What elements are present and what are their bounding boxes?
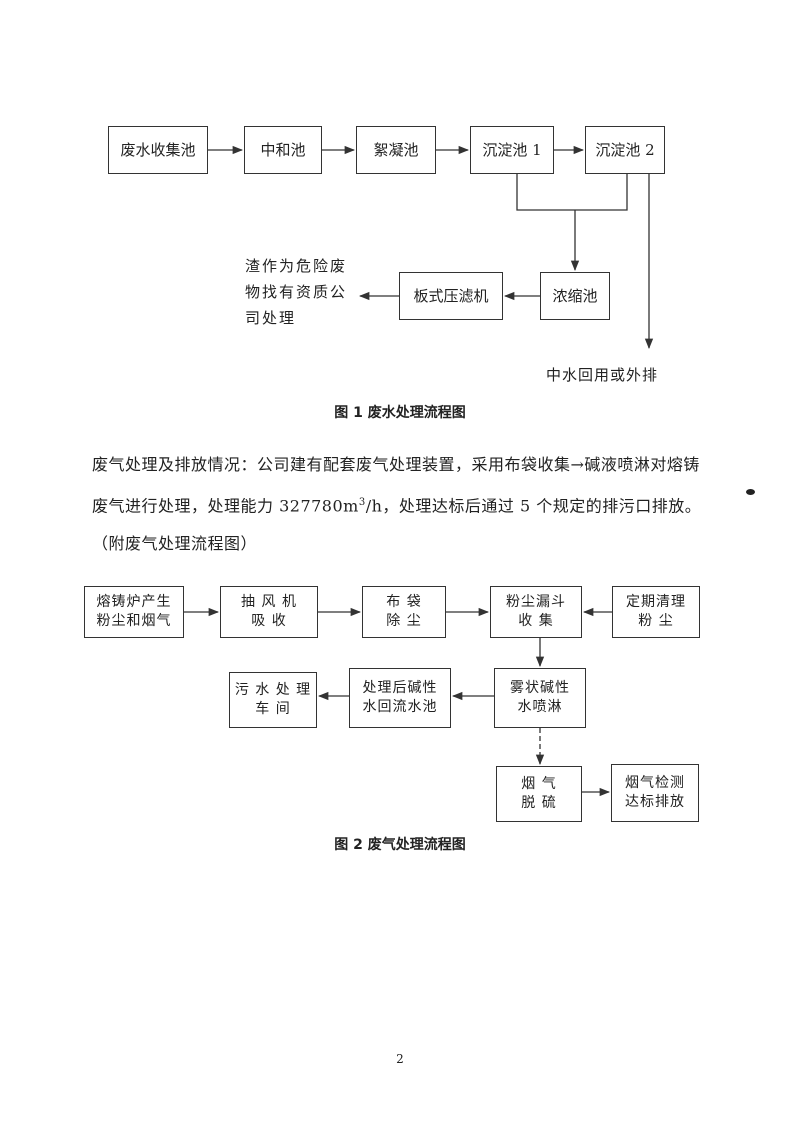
figure-1-caption: 图 1 废水处理流程图 [334, 405, 466, 421]
water-reuse-text: 中水回用或外排 [546, 366, 659, 384]
ink-spot [746, 489, 755, 495]
box-desulfurization: 烟 气 脱 硫 [496, 766, 582, 822]
box-dust-hopper: 粉尘漏斗 收 集 [490, 586, 582, 638]
box-alkaline-spray: 雾状碱性 水喷淋 [494, 668, 586, 728]
box-thickener: 浓缩池 [540, 272, 610, 320]
box-sedimentation-2: 沉淀池 2 [585, 126, 665, 174]
sludge-disposal-text: 渣作为危险废 物找有资质公 司处理 [245, 257, 348, 327]
sludge-collector-line [516, 174, 628, 211]
box-return-pool: 处理后碱性 水回流水池 [349, 668, 451, 728]
paragraph-text-part-2: /h，处理达标后通过 5 个规定的排污口排放。（附废气处理流程图） [92, 496, 702, 554]
paragraph-text-part-1: 废气处理及排放情况：公司建有配套废气处理装置，采用布袋收集→碱液喷淋对熔铸废气进… [92, 455, 700, 516]
box-exhaust-fan: 抽 风 机 吸 收 [220, 586, 318, 638]
paragraph-superscript: 3 [358, 497, 366, 508]
box-flocculation: 絮凝池 [356, 126, 436, 174]
box-emission-monitoring: 烟气检测 达标排放 [611, 764, 699, 822]
figure-2-caption: 图 2 废气处理流程图 [334, 837, 466, 853]
box-filter-press: 板式压滤机 [399, 272, 503, 320]
box-dust-cleaning: 定期清理 粉 尘 [612, 586, 700, 638]
exhaust-treatment-paragraph: 废气处理及排放情况：公司建有配套废气处理装置，采用布袋收集→碱液喷淋对熔铸废气进… [92, 446, 712, 563]
box-wastewater-workshop: 污 水 处 理 车 间 [229, 672, 317, 728]
box-neutralization: 中和池 [244, 126, 322, 174]
page-number: 2 [396, 1052, 404, 1066]
box-sedimentation-1: 沉淀池 1 [470, 126, 554, 174]
box-furnace-source: 熔铸炉产生 粉尘和烟气 [84, 586, 184, 638]
box-bag-filter: 布 袋 除 尘 [362, 586, 446, 638]
box-wastewater-collection: 废水收集池 [108, 126, 208, 174]
